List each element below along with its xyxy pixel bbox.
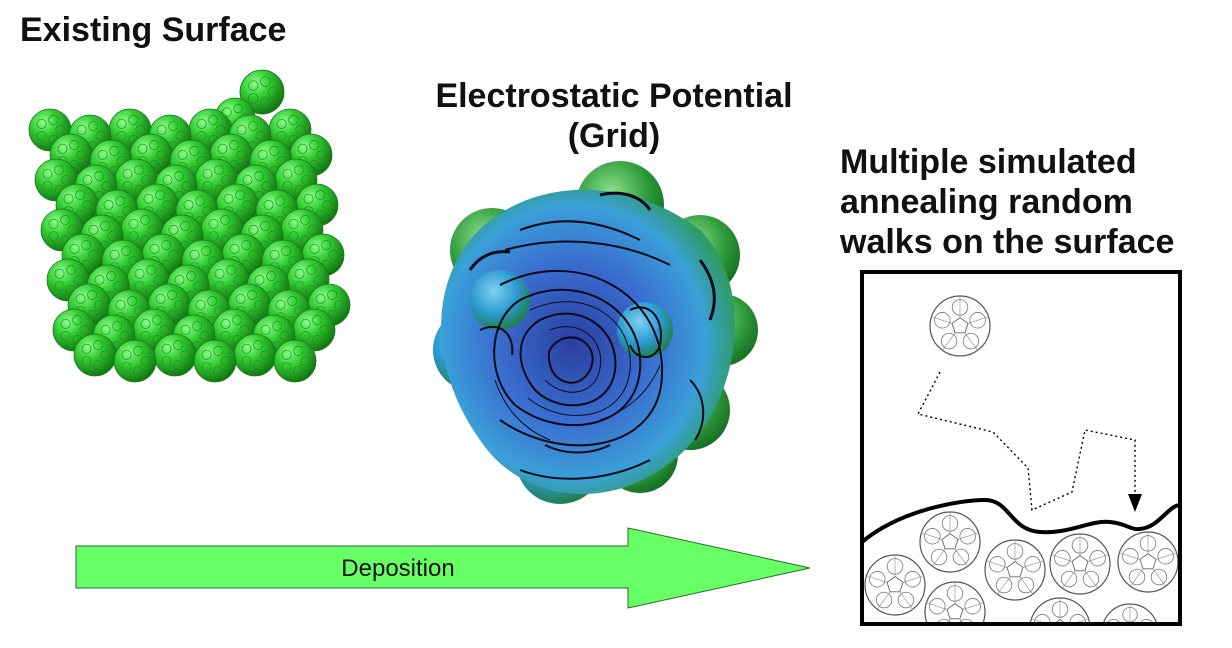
electrostatic-potential-title: Electrostatic Potential (Grid) [400,76,828,156]
walk-arrowhead-icon [1128,494,1142,512]
random-walk-panel [860,270,1182,626]
annealing-walks-title: Multiple simulated annealing random walk… [840,142,1232,262]
existing-surface-title-text: Existing Surface [20,11,287,49]
surface-boundary-line [860,497,1181,544]
electrostatic-title-line2: (Grid) [567,117,661,155]
deposition-arrow: Deposition [75,527,811,609]
annealing-title-line3: walks on the surface [840,223,1175,261]
incoming-fullerene-icon [929,295,991,357]
fullerene-cluster-icon [28,69,351,383]
deposited-fullerenes [864,511,1178,622]
electrostatic-potential-surface-icon [433,161,758,504]
deposition-label: Deposition [341,555,454,582]
annealing-title-line1: Multiple simulated [840,143,1137,181]
existing-surface-title: Existing Surface [20,10,286,50]
annealing-title-line2: annealing random [840,183,1133,221]
random-walk-path [916,371,1136,512]
electrostatic-title-line1: Electrostatic Potential [435,77,793,115]
